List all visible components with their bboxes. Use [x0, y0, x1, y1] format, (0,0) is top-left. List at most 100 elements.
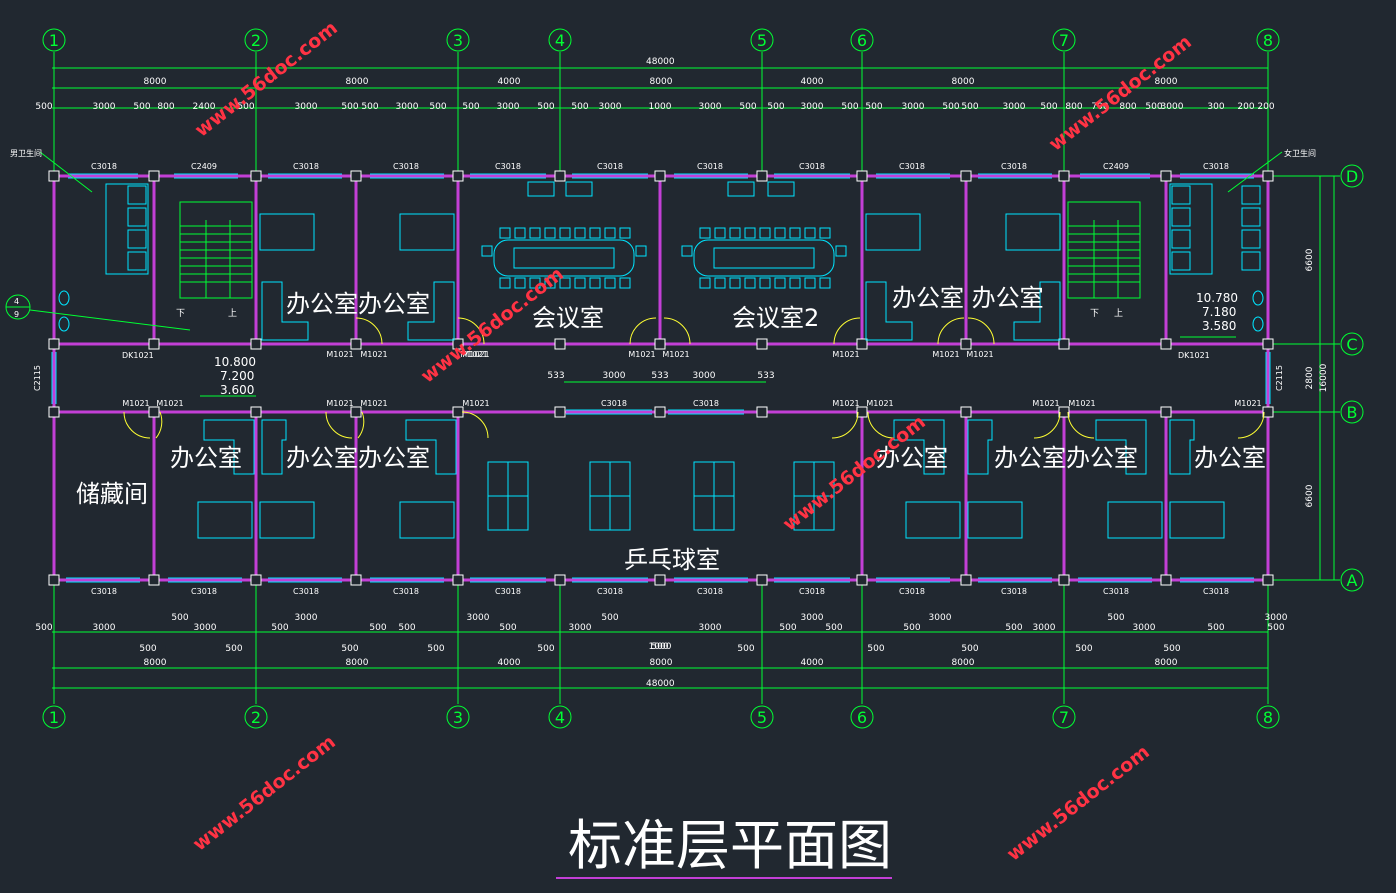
- door-label-upper: M1021: [832, 350, 859, 359]
- window-label-top: C3018: [799, 162, 825, 171]
- axis-label-top: 3: [453, 31, 463, 50]
- axis-label-bottom: 1: [49, 708, 59, 727]
- row-axis-bubble: [1340, 164, 1364, 188]
- bottom-detail-dim-2: 500: [225, 644, 242, 654]
- window-label-top: C3018: [1001, 162, 1027, 171]
- section-mark-bottom: 9: [14, 310, 19, 319]
- bottom-detail-dim-2: 500: [139, 644, 156, 654]
- column: [350, 170, 362, 182]
- window-label-top: C2409: [1103, 162, 1129, 171]
- door-label-upper: M1021: [932, 350, 959, 359]
- bottom-detail-dim-2: 500: [341, 644, 358, 654]
- chair: [774, 277, 786, 289]
- bottom-bay-dim: 8000: [650, 658, 673, 668]
- column: [1058, 406, 1070, 418]
- column: [654, 574, 666, 586]
- bottom-detail-dim: 500: [398, 623, 415, 633]
- room-office-b: 办公室 办公室: [892, 284, 1044, 312]
- column: [654, 338, 666, 350]
- top-detail-dim: 500: [865, 102, 882, 112]
- top-detail-dim: 500: [1145, 102, 1162, 112]
- column: [350, 338, 362, 350]
- stair-label-down-left: 下: [176, 309, 185, 319]
- chair: [604, 277, 616, 289]
- axis-bubble: [850, 705, 874, 729]
- axis-bubble: [244, 705, 268, 729]
- column: [148, 170, 160, 182]
- column: [1262, 170, 1274, 182]
- column: [1160, 406, 1172, 418]
- window-label-top: C3018: [697, 162, 723, 171]
- row-axis-bubble: [1340, 332, 1364, 356]
- column: [350, 406, 362, 418]
- bottom-detail-dim: 3000: [194, 623, 217, 633]
- axis-label-top: 5: [757, 31, 767, 50]
- right-dim: 2800: [1305, 366, 1315, 389]
- room-office-f: 办公室办公室: [994, 444, 1138, 472]
- chair: [544, 227, 556, 239]
- bottom-detail-dim: 3000: [1133, 623, 1156, 633]
- corridor-dim: 533: [651, 371, 668, 381]
- door-label-lower: M1021: [866, 399, 893, 408]
- column: [756, 406, 768, 418]
- top-detail-dim: 800: [1065, 102, 1082, 112]
- axis-bubble: [750, 28, 774, 52]
- axis-bubble: [1052, 705, 1076, 729]
- right-dim: 16000: [1319, 363, 1329, 392]
- column: [350, 574, 362, 586]
- door-label-lower: M1021: [832, 399, 859, 408]
- chair: [699, 277, 711, 289]
- bottom-bay-dim: 4000: [801, 658, 824, 668]
- top-bay-dim: 8000: [650, 77, 673, 87]
- top-bay-dim: 8000: [144, 77, 167, 87]
- column: [250, 406, 262, 418]
- door-label-upper: M1021: [628, 350, 655, 359]
- column: [250, 170, 262, 182]
- chair: [789, 277, 801, 289]
- room-office-e: 办公室: [876, 444, 948, 472]
- corridor-dim: 533: [547, 371, 564, 381]
- window-label-bottom: C3018: [1103, 587, 1129, 596]
- elevation-right-3: 3.580: [1202, 319, 1236, 333]
- top-detail-dim: 500: [767, 102, 784, 112]
- window-label-bottom: C3018: [1203, 587, 1229, 596]
- section-mark-top: 4: [14, 297, 19, 306]
- bottom-detail-dim-2: 500: [737, 644, 754, 654]
- top-bay-dim: 8000: [346, 77, 369, 87]
- top-detail-dim: 500: [961, 102, 978, 112]
- window-label-bottom: C3018: [191, 587, 217, 596]
- axis-bubble: [850, 28, 874, 52]
- column: [452, 406, 464, 418]
- column: [148, 574, 160, 586]
- top-detail-dim: 3000: [93, 102, 116, 112]
- window-label-side: C2115: [1275, 365, 1284, 391]
- door-label-lower: M1021: [122, 399, 149, 408]
- door-label-lower: M1021: [1068, 399, 1095, 408]
- bottom-detail-dim-2: 500: [427, 644, 444, 654]
- stair-label-up-left: 上: [228, 308, 237, 319]
- column: [960, 170, 972, 182]
- bottom-detail-dim: 500: [1107, 613, 1124, 623]
- bottom-detail-dim: 500: [825, 623, 842, 633]
- column: [452, 338, 464, 350]
- column: [452, 170, 464, 182]
- top-detail-dim: 200: [1257, 102, 1274, 112]
- top-detail-dim: 800: [1119, 102, 1136, 112]
- chair: [681, 245, 693, 257]
- column: [1160, 574, 1172, 586]
- bottom-bay-dim: 8000: [952, 658, 975, 668]
- window-label-top: C3018: [1203, 162, 1229, 171]
- bottom-detail-dim: 500: [1267, 623, 1284, 633]
- chair: [514, 277, 526, 289]
- window-label-top: C3018: [597, 162, 623, 171]
- column: [756, 170, 768, 182]
- watermark-text: www.56doc.com: [779, 411, 930, 536]
- column: [554, 338, 566, 350]
- room-meeting-1: 会议室: [532, 304, 604, 332]
- door-label-upper: M1021: [460, 350, 487, 359]
- door-label-upper: M1021: [360, 350, 387, 359]
- column: [960, 574, 972, 586]
- column: [1262, 574, 1274, 586]
- elevation-left-3: 3.600: [220, 383, 254, 397]
